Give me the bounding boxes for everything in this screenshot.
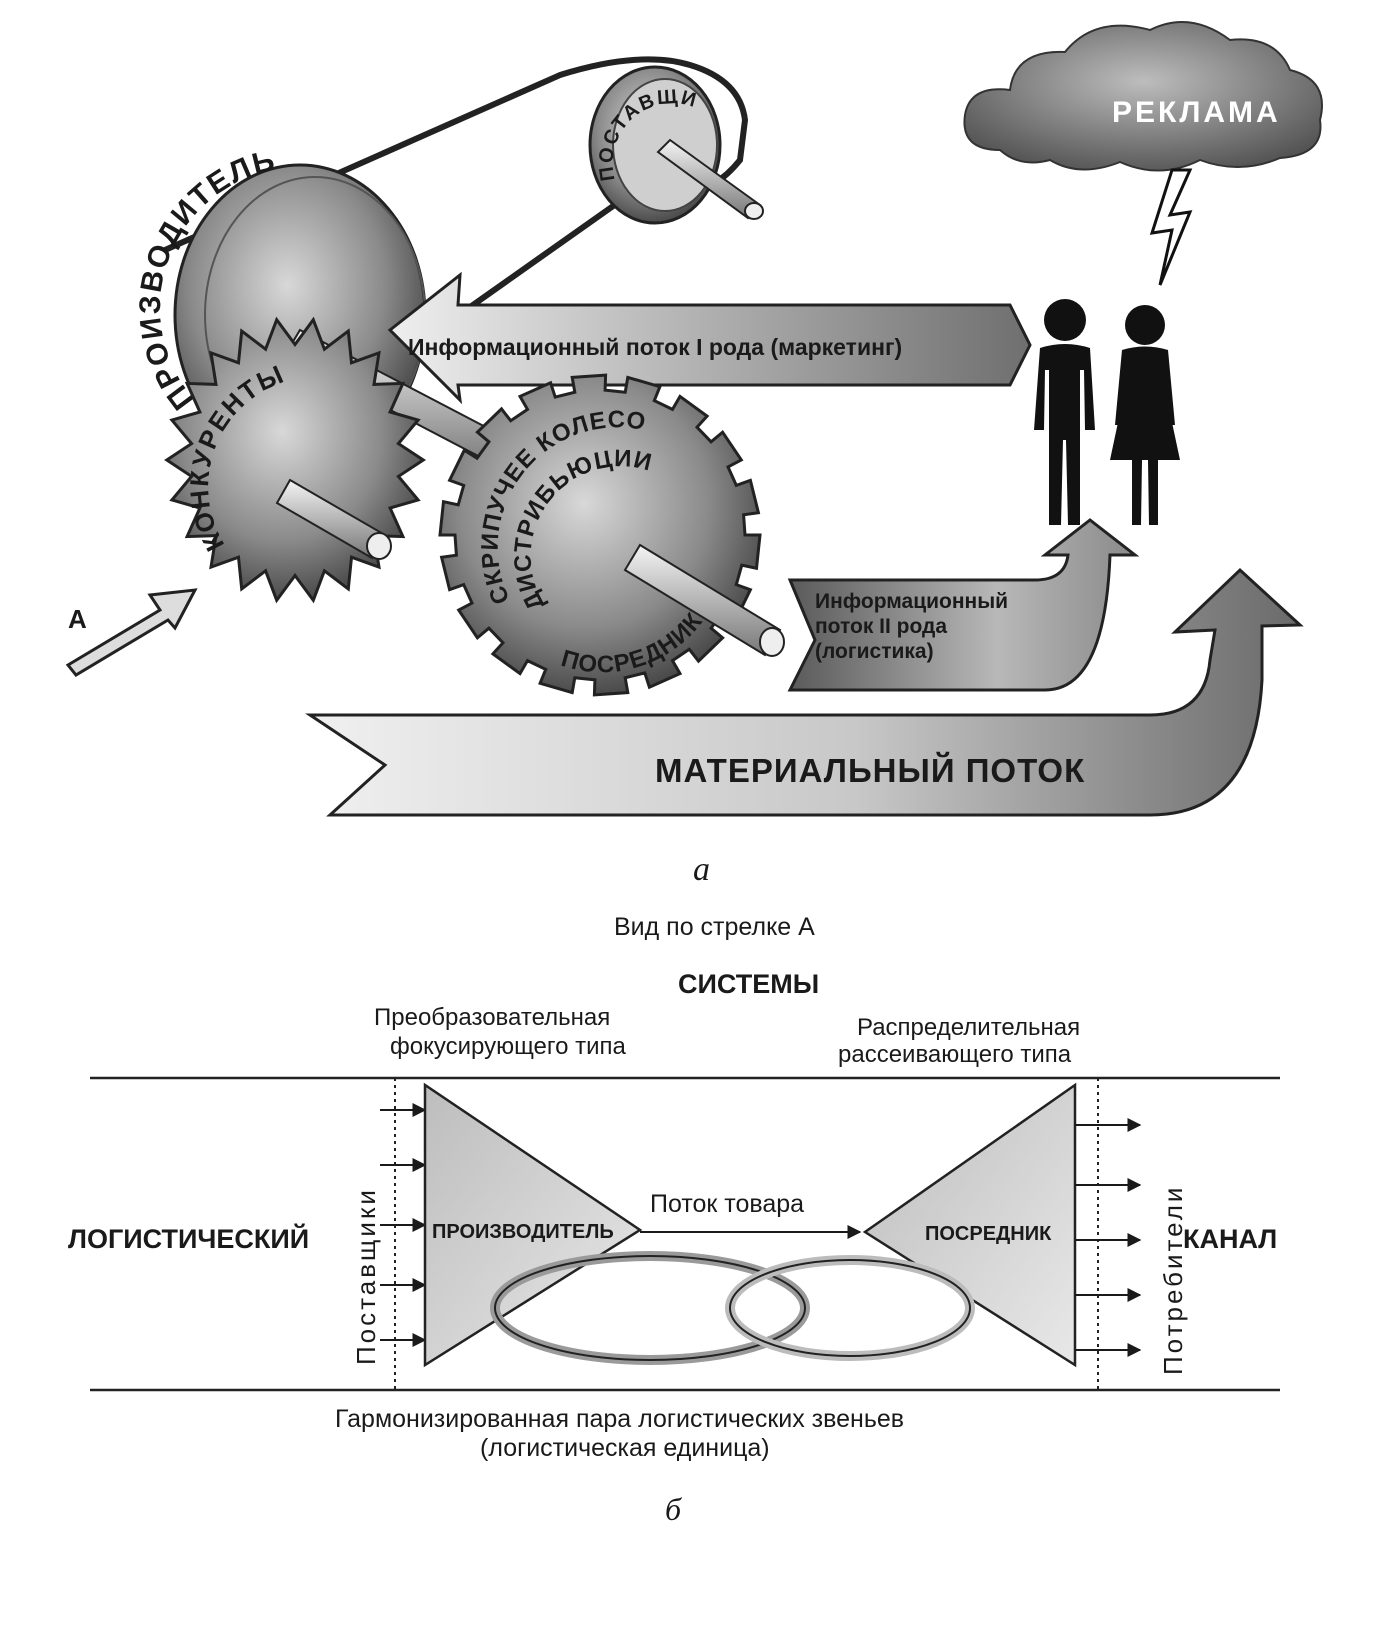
distribution-wheel: СКРИПУЧЕЕ КОЛЕСО ДИСТРИБЬЮЦИИ ПОСРЕДНИК [438,373,785,697]
left-system-line2: фокусирующего типа [390,1033,627,1060]
material-flow-label: МАТЕРИАЛЬНЫЙ ПОТОК [655,751,1085,789]
right-system-line1: Распределительная [857,1014,1080,1041]
info-flow-2-line2: поток II рода [815,615,947,638]
channel-word: КАНАЛ [1183,1224,1277,1254]
intermediary-triangle-label: ПОСРЕДНИК [925,1223,1052,1245]
material-flow-arrow: МАТЕРИАЛЬНЫЙ ПОТОК [305,567,1304,817]
supplier-input-arrows [380,1103,427,1347]
goods-flow-label: Поток товара [650,1190,804,1218]
harmonized-rings [490,1251,975,1365]
right-system-line2: рассеивающего типа [838,1041,1072,1068]
caption-b: б [665,1491,682,1527]
left-system-line1: Преобразовательная [374,1004,610,1031]
producer-triangle: ПРОИЗВОДИТЕЛЬ [423,1082,643,1368]
wheel-shaft [623,543,782,657]
consumers-vertical: Потребители [1158,1185,1188,1375]
consumers-figures [1034,299,1180,525]
woman-figure [1110,305,1180,525]
lightning-bolt [1149,168,1193,286]
bottom-caption-line2: (логистическая единица) [480,1434,770,1462]
systems-heading: СИСТЕМЫ [678,969,819,999]
caption-a: а [693,851,710,888]
competitors-gear: КОНКУРЕНТЫ [164,316,427,604]
producer-triangle-label: ПРОИЗВОДИТЕЛЬ [432,1221,614,1243]
info-flow-2-line3: (логистика) [815,640,934,663]
competitors-shaft [275,478,387,560]
info-flow-1-label: Информационный поток I рода (маркетинг) [408,334,902,360]
arrow-a: А [65,588,198,677]
bottom-caption-line1: Гармонизированная пара логистических зве… [335,1405,904,1433]
intermediary-triangle: ПОСРЕДНИК [862,1082,1077,1368]
info-flow-2-arrow: Информационный поток II рода (логистика) [787,518,1140,692]
suppliers-vertical: Поставщики [351,1187,381,1365]
arrow-a-label: А [68,604,87,634]
man-figure [1034,299,1095,525]
consumer-output-arrows [1075,1118,1142,1357]
logistic-word: ЛОГИСТИЧЕСКИЙ [68,1223,309,1254]
info-flow-2-line1: Информационный [815,590,1008,613]
info-flow-1-arrow: Информационный поток I рода (маркетинг) [387,271,1032,405]
view-label: Вид по стрелке А [614,913,815,941]
advertising-cloud: РЕКЛАМА [963,21,1323,286]
advertising-label: РЕКЛАМА [1112,96,1281,129]
